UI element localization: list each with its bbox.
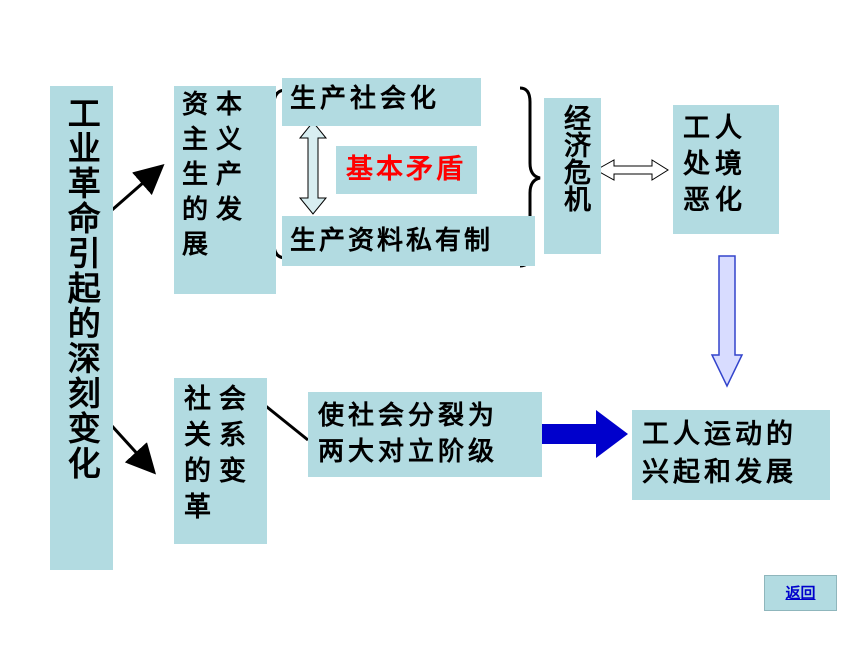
workers-movement-line: 工人运动的: [642, 419, 797, 450]
private-ownership-box: 生产资料私有制: [282, 216, 535, 266]
society-split-line: 两大对立阶级: [318, 437, 499, 467]
social-relations-line: 的变: [184, 456, 254, 487]
root-text: 工业革命引起的深刻变化: [62, 96, 102, 481]
socialization-text: 生产社会化: [290, 84, 441, 114]
social-relations-line: 关系: [184, 420, 254, 451]
capitalism-line: 资本: [182, 90, 251, 120]
social-relations-line: 革: [184, 492, 219, 523]
economic-crisis-text: 经济危机: [559, 104, 590, 212]
society-split-line: 使社会分裂为: [318, 401, 499, 431]
line-relations-to-split: [261, 401, 309, 442]
capitalism-line: 的发: [182, 195, 251, 225]
workers-condition-line: 工人: [683, 113, 747, 144]
arrow-root-to-relations: [110, 424, 157, 475]
contradiction-box: 基本矛盾: [336, 146, 477, 194]
double-arrow-vertical: [298, 121, 328, 215]
capitalism-box: 资本 主义 生产 的发 展: [174, 86, 276, 294]
down-arrow: [710, 255, 744, 388]
social-relations-box: 社会 关系 的变 革: [174, 378, 267, 544]
society-split-box: 使社会分裂为 两大对立阶级: [308, 392, 542, 477]
capitalism-line: 展: [182, 230, 217, 260]
workers-condition-line: 恶化: [683, 185, 747, 216]
workers-condition-box: 工人 处境 恶化: [673, 105, 779, 234]
return-button[interactable]: 返回: [764, 575, 837, 611]
capitalism-line: 生产: [182, 160, 251, 190]
social-relations-line: 社会: [184, 384, 254, 415]
root-box: 工业革命引起的深刻变化: [50, 86, 113, 570]
workers-movement-box: 工人运动的 兴起和发展: [632, 410, 830, 500]
capitalism-line: 主义: [182, 125, 251, 155]
double-arrow-horizontal: [594, 159, 669, 181]
workers-condition-line: 处境: [683, 149, 747, 180]
arrow-root-to-capitalism: [111, 164, 165, 212]
economic-crisis-box: 经济危机: [544, 98, 601, 254]
socialization-box: 生产社会化: [282, 78, 481, 126]
contradiction-text: 基本矛盾: [346, 154, 466, 185]
private-ownership-text: 生产资料私有制: [290, 226, 494, 256]
blue-arrow: [518, 410, 628, 458]
workers-movement-line: 兴起和发展: [642, 457, 797, 488]
